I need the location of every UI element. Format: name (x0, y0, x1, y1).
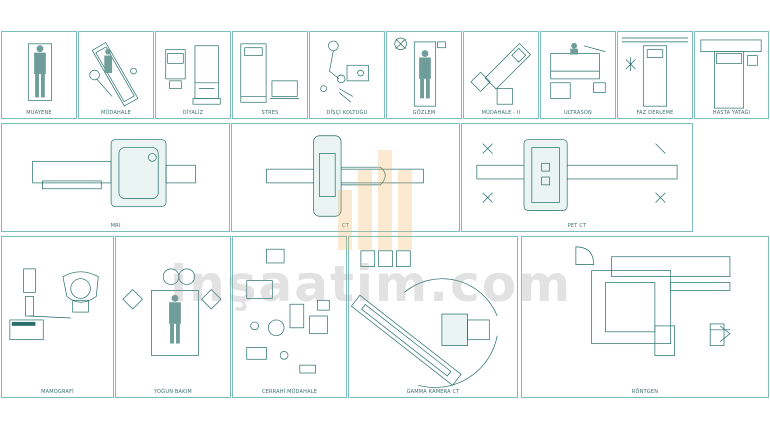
panel-mamografi[interactable]: MAMOGRAFİ (1, 236, 114, 398)
panel-label: PET CT (567, 223, 587, 229)
panel-mudahale[interactable]: MÜDAHALE (78, 31, 154, 119)
panel-label: DİŞÇİ KOLTUĞU (326, 110, 368, 116)
mudahale-drawing (89, 42, 139, 107)
panel-label: GAMMA KAMERA CT (406, 389, 460, 395)
panel-label: CT (342, 223, 349, 229)
panel-label: MUAYENE (26, 110, 52, 116)
panel-label: MAMOGRAFİ (41, 389, 74, 395)
panel-label: ULTRASON (564, 110, 592, 116)
panel-diyaliz[interactable]: DİYALİZ (155, 31, 231, 119)
pet-ct-drawing (476, 139, 678, 211)
panel-cerrahi-mudahale[interactable]: CERRAHİ MÜDAHALE (232, 236, 347, 398)
panel-rontgen[interactable]: RÖNTGEN (521, 236, 769, 398)
yogun-bakim-drawing (122, 268, 222, 356)
rontgen-drawing (575, 246, 731, 356)
panel-gamma-kamera-ct[interactable]: GAMMA KAMERA CT (348, 236, 518, 398)
muayene-drawing (27, 43, 52, 101)
dis-koltugu-drawing (320, 40, 369, 103)
panel-gozlem[interactable]: GÖZLEM (386, 31, 462, 119)
panel-mri[interactable]: MRI (1, 123, 230, 232)
stres-drawing (240, 43, 300, 103)
panel-yogun-bakim[interactable]: YOĞUN BAKIM (115, 236, 231, 398)
panel-label: HASTA YATAĞI (712, 110, 751, 116)
diyaliz-drawing (165, 45, 221, 105)
panel-label: MRI (110, 223, 121, 229)
panel-muayene[interactable]: MUAYENE (1, 31, 77, 119)
panel-label: YOĞUN BAKIM (154, 389, 192, 395)
panel-label: CERRAHİ MÜDAHALE (261, 389, 318, 395)
mri-drawing (32, 139, 196, 207)
panel-label: GÖZLEM (412, 110, 436, 116)
panel-label: RÖNTGEN (631, 389, 659, 395)
panel-hasta-yatagi[interactable]: HASTA YATAĞI (694, 31, 769, 119)
panel-pet-ct[interactable]: PET CT (461, 123, 693, 232)
panel-label: DİYALİZ (182, 110, 204, 116)
ct-drawing (266, 135, 424, 217)
mudahale-ii-drawing (470, 43, 531, 105)
hasta-yatagi-drawing (700, 39, 762, 109)
panel-dis-koltugu[interactable]: DİŞÇİ KOLTUĞU (309, 31, 385, 119)
panel-ct[interactable]: CT (231, 123, 460, 232)
panel-label: FAZ DERLEME (636, 110, 674, 116)
panel-label: MÜDAHALE (101, 110, 131, 116)
gamma-kamera-ct-drawing (350, 250, 498, 388)
panel-label: STRES (261, 110, 279, 116)
panel-mudahale-ii[interactable]: MÜDAHALE - II (463, 31, 539, 119)
panel-label: MÜDAHALE - II (481, 110, 521, 116)
panel-faz-derleme[interactable]: FAZ DERLEME (617, 31, 693, 119)
panel-ultrason[interactable]: ULTRASON (540, 31, 616, 119)
ultrason-drawing (550, 42, 606, 99)
cerrahi-mudahale-drawing (246, 248, 330, 374)
faz-derleme-drawing (621, 37, 689, 107)
panel-stres[interactable]: STRES (232, 31, 308, 119)
gozlem-drawing (394, 37, 446, 107)
mamografi-drawing (9, 268, 99, 340)
